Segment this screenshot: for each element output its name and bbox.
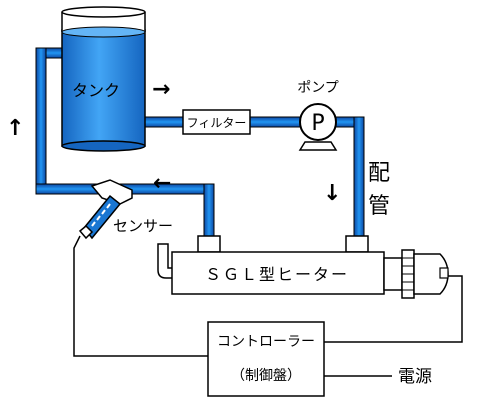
heater-inlet-fitting-left <box>197 235 221 253</box>
heater-power-wire <box>324 275 463 343</box>
pump-symbol-icon <box>299 103 337 141</box>
tank: タンク <box>61 6 146 152</box>
flow-arrow-down: ↓ <box>323 181 341 206</box>
flow-arrow-up: ↑ <box>6 116 24 141</box>
flow-arrow-left: ← <box>153 171 171 196</box>
heater-label: ＳＧＬ型ヒーター <box>205 265 349 284</box>
pipe-tank-outlet <box>144 116 186 128</box>
piping-label-char-2: 管 <box>368 194 390 219</box>
flow-arrow-right: → <box>152 77 170 102</box>
heater: ＳＧＬ型ヒーター <box>157 235 449 299</box>
pipe-heater-inlet-vertical <box>203 183 215 239</box>
pipe-filter-pump <box>249 116 301 128</box>
power-label: 電源 <box>398 367 432 387</box>
sensor-signal-wire <box>73 235 208 357</box>
pump-label: ポンプ <box>297 80 339 96</box>
controller-label-line1: コントローラー <box>217 334 315 350</box>
pump-symbol-letter: P <box>311 111 324 136</box>
filter-label: フィルター <box>187 116 247 130</box>
sensor-label: センサー <box>113 217 173 235</box>
wiring <box>73 235 463 377</box>
tank-label: タンク <box>72 81 120 100</box>
sensor: センサー <box>78 179 173 240</box>
heater-body <box>171 251 385 295</box>
heater-terminal-housing <box>383 257 403 291</box>
controller-label-line2: （制御盤） <box>231 368 301 384</box>
pipe-left-vertical <box>35 47 47 195</box>
controller: コントローラー （制御盤） <box>207 321 325 397</box>
piping-label-char-1: 配 <box>368 161 390 186</box>
sensor-probe-icon <box>91 203 111 227</box>
pipe-right-vertical <box>353 116 365 239</box>
pump: ポンプ P <box>297 80 339 151</box>
heater-inlet-fitting-right <box>345 235 369 253</box>
filter: フィルター <box>182 109 251 135</box>
